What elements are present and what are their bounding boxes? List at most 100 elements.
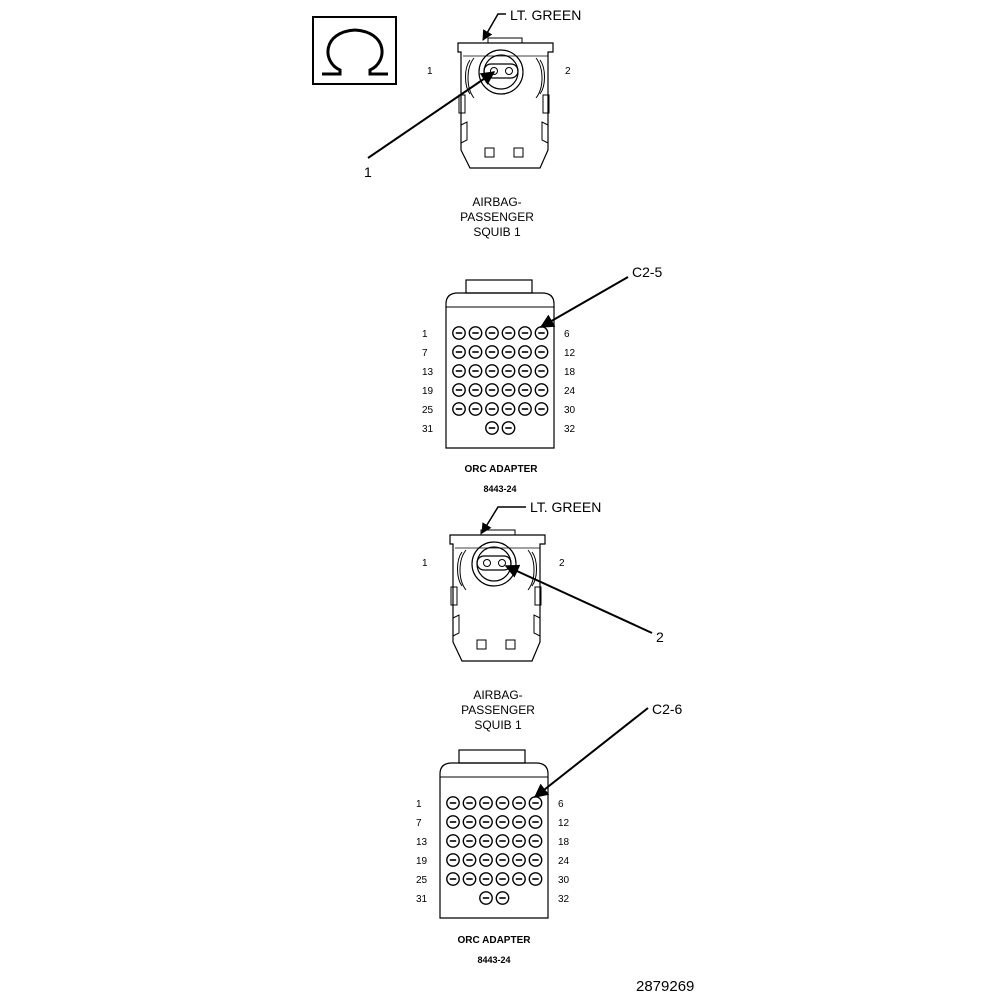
pin-label: 32 bbox=[558, 894, 570, 905]
pin-cavity bbox=[446, 815, 460, 829]
pin-cavity bbox=[501, 421, 516, 435]
pin-label: 19 bbox=[422, 386, 434, 397]
pin-cavity bbox=[446, 796, 460, 810]
pin-label: 32 bbox=[564, 424, 576, 435]
pin-cavity bbox=[462, 796, 477, 810]
pin-label: 7 bbox=[422, 348, 428, 359]
connector-caption: AIRBAG- bbox=[472, 195, 521, 209]
pin-cavity bbox=[452, 345, 466, 359]
pin-cavity bbox=[534, 364, 549, 378]
pin-cavity bbox=[479, 796, 493, 810]
pin-grid bbox=[452, 326, 549, 435]
squib-connector-1 bbox=[457, 37, 554, 169]
orc-adapter-connector-1 bbox=[445, 279, 555, 449]
pin-cavity bbox=[495, 815, 510, 829]
pin-label: 12 bbox=[558, 818, 570, 829]
callout-arrow bbox=[367, 71, 496, 159]
pin-label: 24 bbox=[558, 856, 570, 867]
color-label: LT. GREEN bbox=[510, 7, 581, 23]
pin-cavity bbox=[518, 345, 532, 359]
pin-cavity bbox=[512, 853, 526, 867]
pin-cavity bbox=[501, 383, 516, 397]
pin-label: 1 bbox=[427, 66, 433, 77]
pin-cavity bbox=[518, 326, 532, 340]
callout-label: 1 bbox=[364, 164, 372, 180]
connector-caption: ORC ADAPTER bbox=[458, 935, 532, 946]
pin-label: 25 bbox=[416, 875, 428, 886]
pin-cavity bbox=[468, 364, 483, 378]
pin-label: 31 bbox=[422, 424, 434, 435]
pin-cavity bbox=[479, 891, 493, 905]
pin-cavity bbox=[501, 326, 516, 340]
pin-cavity bbox=[528, 853, 543, 867]
pin-cavity bbox=[501, 364, 516, 378]
pin-cavity bbox=[495, 872, 510, 886]
pin-cavity bbox=[479, 834, 493, 848]
pin-cavity bbox=[512, 834, 526, 848]
pin-cavity bbox=[468, 383, 483, 397]
pin-label: 7 bbox=[416, 818, 422, 829]
connector-caption: PASSENGER bbox=[461, 703, 535, 717]
pin-cavity bbox=[485, 326, 499, 340]
pin-cavity bbox=[518, 364, 532, 378]
connector-caption: SQUIB 1 bbox=[474, 718, 522, 732]
pin-label: 30 bbox=[558, 875, 570, 886]
pin-cavity bbox=[512, 872, 526, 886]
pin-cavity bbox=[534, 402, 549, 416]
callout-label: C2-6 bbox=[652, 701, 683, 717]
callout-arrow bbox=[504, 564, 653, 634]
pin-labels: 1 6 7 12 13 18 19 24 25 30 31 32 bbox=[422, 329, 576, 435]
pin-label: 2 bbox=[559, 558, 565, 569]
pin-cavity bbox=[495, 796, 510, 810]
callout-arrow bbox=[539, 276, 629, 328]
pin-cavity bbox=[479, 815, 493, 829]
pin-cavity bbox=[462, 834, 477, 848]
pin-cavity bbox=[462, 872, 477, 886]
pin-label: 13 bbox=[422, 367, 434, 378]
pin-cavity bbox=[501, 402, 516, 416]
pin-cavity bbox=[512, 796, 526, 810]
leader-line bbox=[482, 13, 506, 41]
pin-cavity bbox=[468, 345, 483, 359]
pin-cavity bbox=[534, 383, 549, 397]
pin-cavity bbox=[528, 834, 543, 848]
pin-cavity bbox=[528, 872, 543, 886]
part-number: 8443-24 bbox=[483, 484, 516, 494]
pin-grid bbox=[446, 796, 543, 905]
pin-cavity bbox=[485, 345, 499, 359]
pin-cavity bbox=[462, 815, 477, 829]
pin-label: 25 bbox=[422, 405, 434, 416]
pin-label: 6 bbox=[564, 329, 570, 340]
pin-cavity bbox=[534, 345, 549, 359]
pin-label: 18 bbox=[564, 367, 576, 378]
pin-cavity bbox=[501, 345, 516, 359]
pin-cavity bbox=[518, 402, 532, 416]
callout-label: 2 bbox=[656, 629, 664, 645]
pin-cavity bbox=[485, 421, 499, 435]
pin-cavity bbox=[485, 402, 499, 416]
pin-cavity bbox=[452, 402, 466, 416]
leader-line bbox=[481, 506, 526, 534]
pin-label: 19 bbox=[416, 856, 428, 867]
connector-caption: AIRBAG- bbox=[473, 688, 522, 702]
pin-cavity bbox=[495, 853, 510, 867]
color-label: LT. GREEN bbox=[530, 499, 601, 515]
pin-cavity bbox=[446, 834, 460, 848]
pin-label: 2 bbox=[565, 66, 571, 77]
pin-cavity bbox=[495, 891, 510, 905]
pin-label: 13 bbox=[416, 837, 428, 848]
figure-id: 2879269 bbox=[636, 978, 694, 995]
connector-caption: SQUIB 1 bbox=[473, 225, 521, 239]
part-number: 8443-24 bbox=[477, 955, 510, 965]
pin-cavity bbox=[468, 326, 483, 340]
pin-cavity bbox=[518, 383, 532, 397]
pin-label: 12 bbox=[564, 348, 576, 359]
callout-label: C2-5 bbox=[632, 264, 663, 280]
pin-label: 1 bbox=[416, 799, 422, 810]
pin-label: 30 bbox=[564, 405, 576, 416]
pin-cavity bbox=[452, 326, 466, 340]
pin-cavity bbox=[485, 383, 499, 397]
pin-label: 18 bbox=[558, 837, 570, 848]
pin-cavity bbox=[479, 853, 493, 867]
